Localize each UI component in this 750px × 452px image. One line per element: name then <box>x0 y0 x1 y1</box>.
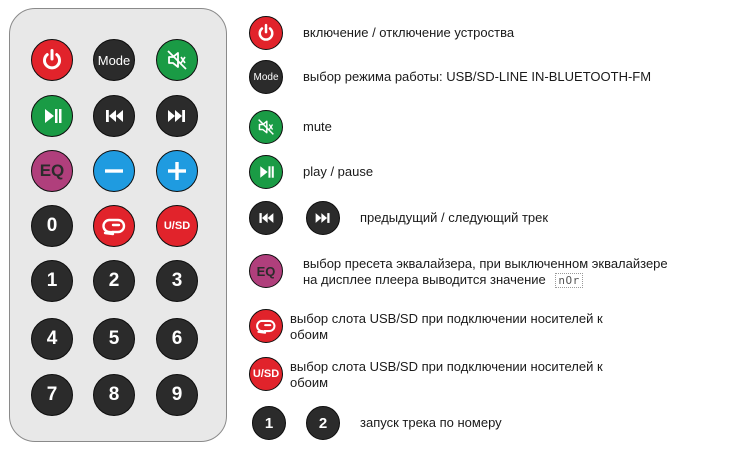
legend-previous-button <box>249 201 283 235</box>
legend-usd-text-line1: выбор слота USB/SD при подключении носит… <box>290 359 603 374</box>
next-icon <box>168 110 185 122</box>
usd-button[interactable]: U/SD <box>156 205 198 247</box>
number-button-2[interactable]: 2 <box>93 260 135 302</box>
legend-play-pause-text: play / pause <box>303 164 374 179</box>
legend-next-button <box>306 201 340 235</box>
legend-loop-text-line1: выбор слота USB/SD при подключении носит… <box>290 311 603 326</box>
volume-down-button[interactable] <box>93 150 135 192</box>
loop-icon <box>256 319 276 334</box>
eq-display-value: nOr <box>555 273 583 288</box>
mute-button[interactable] <box>156 39 198 81</box>
mute-icon <box>258 119 274 135</box>
loop-icon <box>102 218 126 236</box>
number-button-3[interactable]: 3 <box>156 260 198 302</box>
mode-button[interactable]: Mode <box>93 39 135 81</box>
number-button-5[interactable]: 5 <box>93 318 135 360</box>
legend-usd-button: U/SD <box>249 357 283 391</box>
legend-power-button <box>249 16 283 50</box>
legend-loop-button <box>249 309 283 343</box>
legend-mute-button <box>249 110 283 144</box>
number-button-1[interactable]: 1 <box>31 260 73 302</box>
legend-mute-text: mute <box>303 119 332 134</box>
legend-number-button-2: 2 <box>306 406 340 440</box>
minus-icon <box>105 169 123 173</box>
legend-eq-button: EQ <box>249 254 283 288</box>
legend-eq-text-line1: выбор пресета эквалайзера, при выключенн… <box>303 256 668 271</box>
power-icon <box>258 23 274 41</box>
number-button-0[interactable]: 0 <box>31 205 73 247</box>
legend-loop-text-line2: обоим <box>290 327 329 342</box>
mute-icon <box>167 50 187 70</box>
legend-prev-next-text: предыдущий / следующий трек <box>360 210 549 225</box>
legend-mode-label: Mode <box>253 71 279 83</box>
legend-eq-text-line2: на дисплее плеера выводится значение nOr <box>303 272 583 289</box>
previous-track-button[interactable] <box>93 95 135 137</box>
legend-mode-button: Mode <box>249 60 283 94</box>
legend-number-button-1: 1 <box>252 406 286 440</box>
loop-button[interactable] <box>93 205 135 247</box>
legend-track-number-text: запуск трека по номеру <box>360 415 502 430</box>
next-icon <box>315 213 330 223</box>
legend-eq-text-line2-label: на дисплее плеера выводится значение <box>303 272 546 287</box>
power-button[interactable] <box>31 39 73 81</box>
previous-icon <box>106 110 123 122</box>
legend-usd-text-line2: обоим <box>290 375 329 390</box>
play-pause-icon <box>260 166 274 178</box>
play-pause-button[interactable] <box>31 95 73 137</box>
number-button-7[interactable]: 7 <box>31 374 73 416</box>
volume-up-button[interactable] <box>156 150 198 192</box>
mode-label: Mode <box>97 52 131 68</box>
legend-eq-label: EQ <box>256 263 276 279</box>
number-button-9[interactable]: 9 <box>156 374 198 416</box>
number-button-4[interactable]: 4 <box>31 318 73 360</box>
number-button-6[interactable]: 6 <box>156 318 198 360</box>
play-pause-icon <box>45 109 62 123</box>
legend-mode-text: выбор режима работы: USB/SD-LINE IN-BLUE… <box>303 69 652 84</box>
eq-label: EQ <box>39 161 65 180</box>
power-icon <box>43 49 61 70</box>
next-track-button[interactable] <box>156 95 198 137</box>
eq-button[interactable]: EQ <box>31 150 73 192</box>
legend-play-pause-button <box>249 155 283 189</box>
previous-icon <box>259 213 274 223</box>
plus-icon <box>168 162 186 180</box>
legend-power-text: включение / отключение устроства <box>303 25 515 40</box>
number-button-8[interactable]: 8 <box>93 374 135 416</box>
